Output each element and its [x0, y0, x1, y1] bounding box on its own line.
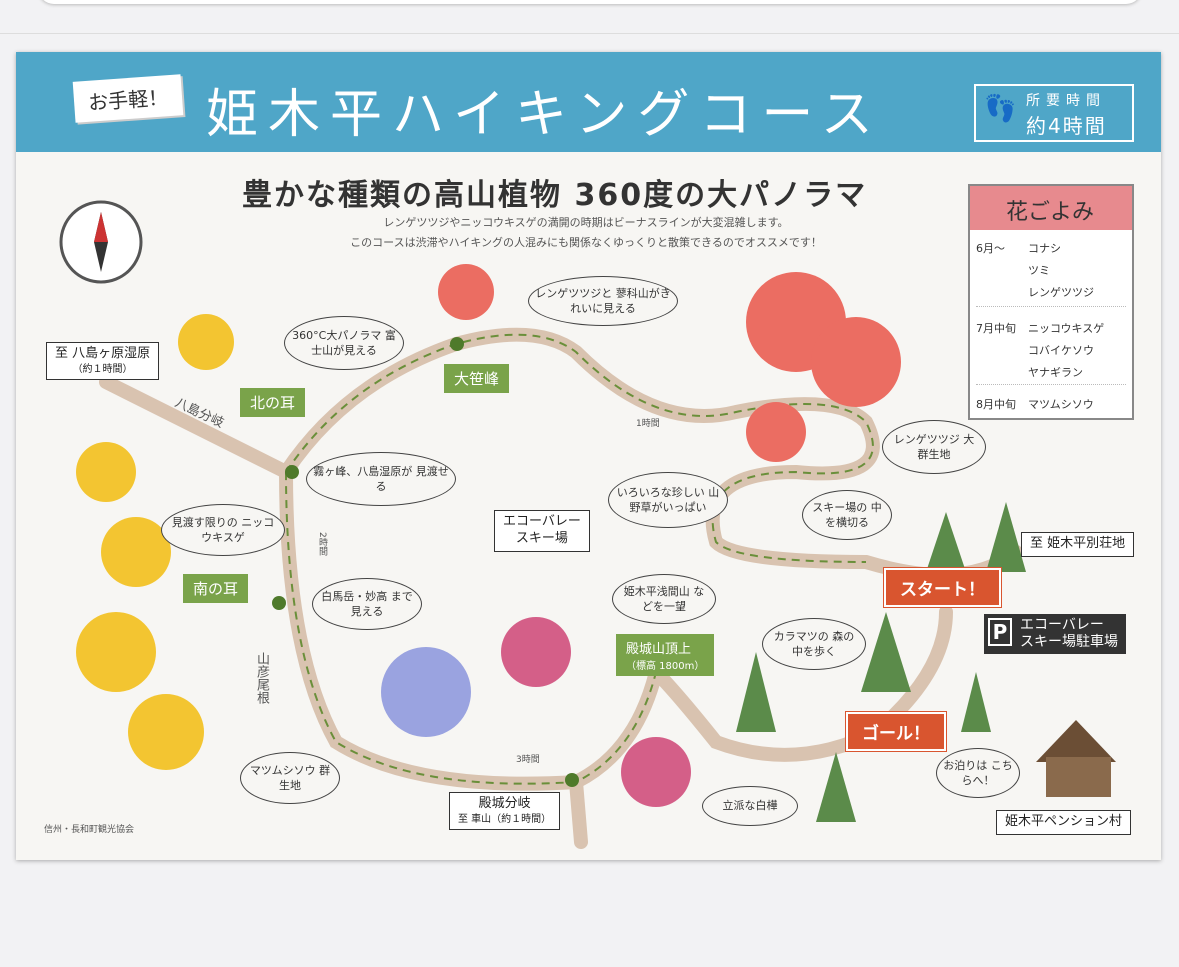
time-2h: 2時間 [317, 532, 327, 556]
cabin-icon [1036, 720, 1116, 797]
subtext-2: このコースは渋滞やハイキングの人混みにも関係なくゆっくりと散策できるのでオススメ… [350, 236, 822, 249]
ecovalley-sign: エコーバレースキー場 [494, 510, 590, 552]
kitanomimi-label: 北の耳 [240, 388, 306, 417]
callout: スキー場の 中を横切る [802, 490, 892, 540]
calendar-flower: コナシ [1028, 242, 1061, 255]
start-label: スタート！ [883, 567, 1002, 608]
divider [0, 33, 1179, 34]
callout: お泊りは こちらへ！ [936, 748, 1020, 798]
parking-icon: P [988, 618, 1012, 646]
previous-card [38, 0, 1142, 4]
time-3h: 3時間 [516, 755, 540, 765]
headline: 豊かな種類の高山植物 360度の大パノラマ [242, 178, 868, 213]
calendar-flower: マツムシソウ [1028, 398, 1094, 411]
scabious-flowers [381, 647, 471, 737]
calendar-month: 6月〜 [976, 242, 1005, 255]
callout: マツムシソウ 群生地 [240, 752, 340, 804]
callout: 白馬岳・妙高 まで見える [312, 578, 422, 630]
callout: 姫木平浅間山 などを一望 [612, 574, 716, 624]
calendar-flower: ニッコウキスゲ [1028, 322, 1105, 335]
callout: カラマツの 森の中を歩く [762, 618, 866, 670]
duration-value: 約4時間 [1026, 114, 1107, 138]
pension-sign: 姫木平ペンション村 [996, 810, 1132, 835]
callout: レンゲツツジと 蓼科山がきれいに見える [528, 276, 678, 326]
callout: 360°C大パノラマ 富士山が見える [284, 316, 404, 370]
callout: いろいろな珍しい 山野草がいっぱい [608, 472, 728, 528]
yamahiko-label: 山彦尾根 [254, 652, 269, 704]
calendar-month: 7月中旬 [976, 322, 1016, 335]
minaminomimi-label: 南の耳 [183, 574, 249, 603]
header-band [16, 52, 1161, 152]
footprints-icon: 👣 [984, 94, 1023, 124]
calendar-flower: コバイケソウ [1028, 344, 1094, 357]
calendar-title: 花ごよみ [970, 186, 1132, 230]
compass-icon [59, 200, 143, 284]
osasamine-label: 大笹峰 [444, 364, 510, 393]
callout: レンゲツツジ 大群生地 [882, 420, 986, 474]
goal-label: ゴール！ [845, 711, 947, 752]
calendar-flower: ヤナギラン [1028, 366, 1083, 379]
map-title: 姫木平ハイキングコース [206, 85, 883, 145]
hiking-map-poster: お手軽！ 姫木平ハイキングコース 👣 所要時間 約4時間 豊かな種類の高山植物 … [16, 52, 1161, 860]
duration-box: 👣 所要時間 約4時間 [974, 84, 1134, 142]
duration-label: 所要時間 [1026, 93, 1106, 109]
summit-label: 殿城山頂上（標高 1800m） [616, 634, 715, 676]
azalea-flowers [438, 264, 901, 462]
credit: 信州・長和町観光協会 [44, 825, 135, 835]
lily-flowers [76, 314, 234, 770]
callout: 霧ヶ峰、八島湿原が 見渡せる [306, 452, 456, 506]
larch-trees [736, 502, 1026, 822]
himekidaira-sign: 至 姫木平別荘地 [1021, 532, 1135, 557]
callout: 立派な白樺 [702, 786, 798, 826]
tonoshiro-branch-sign: 殿城分岐至 車山（約１時間） [449, 792, 561, 830]
flower-calendar: 花ごよみ 6月〜 コナシ ツミ レンゲツツジ 7月中旬 ニッコウキスゲ コバイケ… [968, 184, 1134, 420]
fireweed-flowers [501, 617, 691, 807]
calendar-flower: レンゲツツジ [1028, 286, 1094, 299]
callout: 見渡す限りの ニッコウキスゲ [161, 504, 285, 556]
subtext-1: レンゲツツジやニッコウキスゲの満開の時期はビーナスラインが大変混雑します。 [383, 216, 789, 229]
time-1h: 1時間 [636, 419, 660, 429]
yashima-sign: 至 八島ヶ原湿原（約１時間） [46, 342, 160, 380]
calendar-month: 8月中旬 [976, 398, 1016, 411]
trail-map [59, 200, 1116, 849]
calendar-flower: ツミ [1028, 264, 1050, 277]
